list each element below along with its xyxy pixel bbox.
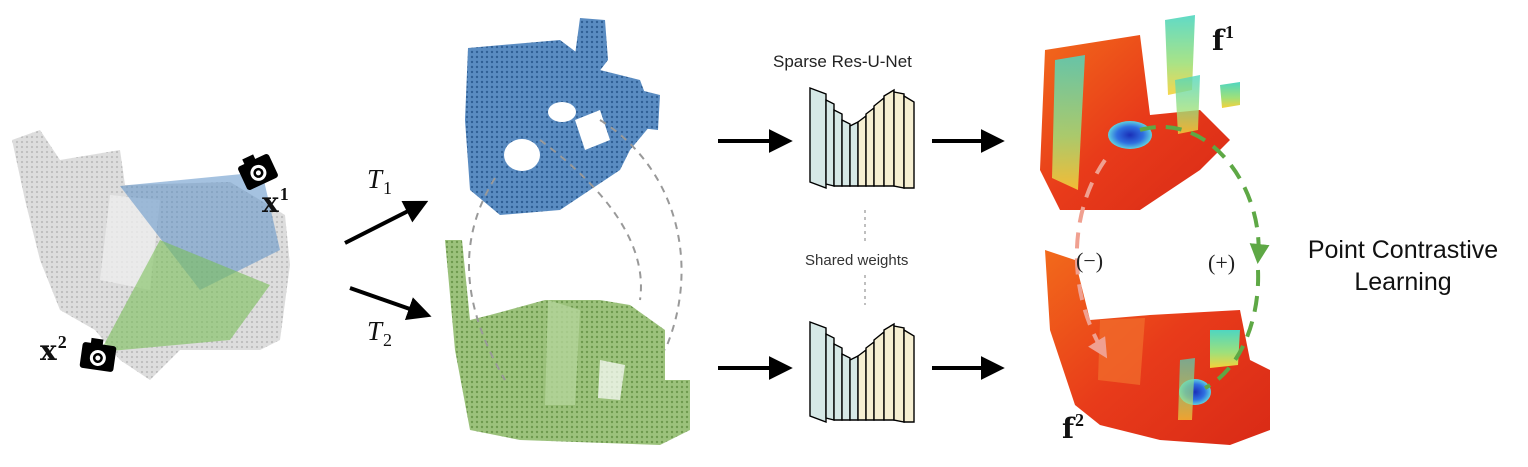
correspondence-arc <box>539 139 642 301</box>
objective-title: Point Contrastive Learning <box>1307 236 1499 296</box>
transform1-arrow <box>344 200 429 245</box>
negative-label: (−) <box>1076 248 1104 273</box>
network-title: Sparse Res-U-Net <box>773 52 912 71</box>
feature1-label: f1 <box>1212 22 1235 57</box>
view1-label: x1 <box>262 184 289 219</box>
view2-frustum <box>100 240 270 352</box>
view1-point-cloud <box>465 18 660 215</box>
camera-icon <box>238 154 278 190</box>
transform1-label: T1 <box>367 164 393 198</box>
shared-weights-label: Shared weights <box>805 252 909 269</box>
network-bottom <box>809 320 915 424</box>
network-top <box>809 86 915 190</box>
view1-frustum <box>120 172 280 290</box>
feature2-label: f2 <box>1062 410 1085 445</box>
correspondence-arc <box>468 177 506 381</box>
camera-icon <box>79 337 117 372</box>
transform2-label: T2 <box>367 316 393 350</box>
positive-label: (+) <box>1208 250 1236 275</box>
view2-point-cloud <box>445 240 690 445</box>
correspondence-arc <box>599 119 683 351</box>
view2-label: x2 <box>40 332 67 367</box>
feature-map-2 <box>1045 250 1270 445</box>
feature-map-1 <box>1040 15 1240 210</box>
transform2-arrow <box>349 286 432 320</box>
